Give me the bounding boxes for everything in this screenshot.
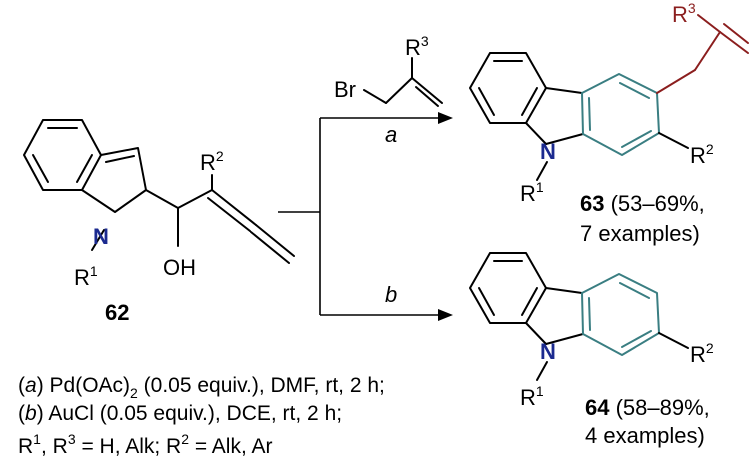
64-new-ring [581,273,660,356]
63-nitrogen: N [540,139,556,164]
substituent-definitions: R1, R3 = H, Alk; R2 = Alk, Ar [18,431,273,458]
arrow-b-label: b [385,282,397,307]
start-nitrogen: N [93,224,109,249]
reagent-r3: R3 [405,33,429,60]
63-yield-line: 63 (53–69%, [580,191,705,216]
64-r1: R1 [520,383,544,410]
condition-b: (b) AuCl (0.05 equiv.), DCE, rt, 2 h; [18,402,342,425]
compound-62-label: 62 [105,300,129,325]
allyl-bromide-reagent [363,57,443,107]
64-r2: R2 [690,340,714,367]
condition-a: (a) Pd(OAc)2 (0.05 equiv.), DMF, rt, 2 h… [18,374,385,401]
carbazole-64 [469,252,689,381]
63-examples: 7 examples) [580,221,700,246]
carbazole-63 [469,14,749,181]
arrow-a-label: a [385,122,397,147]
reagent-bromine: Br [334,77,356,102]
63-r3: R3 [672,0,696,27]
start-r2: R2 [200,148,224,175]
63-r2: R2 [690,141,714,168]
start-benzene-ring [23,119,102,191]
64-examples: 4 examples) [585,423,705,448]
63-r1: R1 [520,179,544,206]
64-yield-line: 64 (58–89%, [585,395,710,420]
64-nitrogen: N [540,339,556,364]
start-hydroxyl: OH [163,255,196,280]
indole-allenol-62 [23,119,295,264]
reaction-arrows [278,112,453,321]
63-new-ring [581,73,660,156]
start-r1: R1 [74,263,98,290]
